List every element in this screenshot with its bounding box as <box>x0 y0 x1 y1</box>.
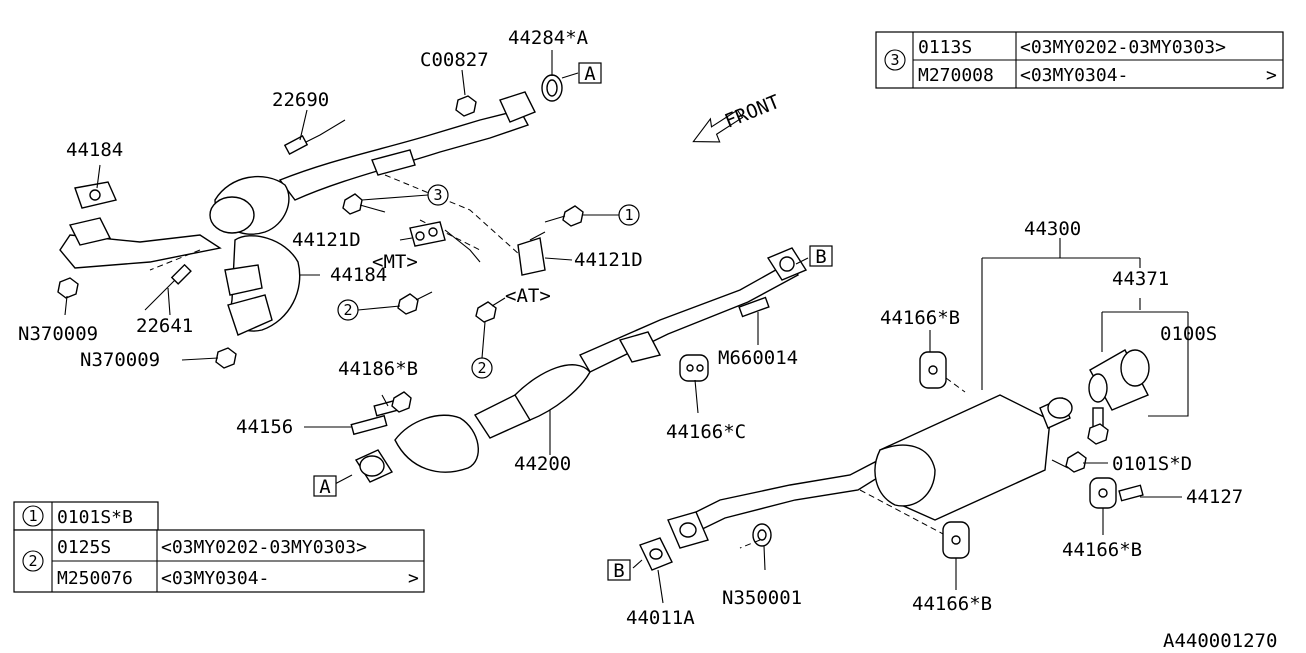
front-direction-arrow: FRONT <box>692 91 783 143</box>
hanger-44166B-lower <box>942 521 970 559</box>
catalog-number: A440001270 <box>1163 630 1277 652</box>
ref-box-B-top: B <box>809 245 833 268</box>
part-label-0101SD: 0101S*D <box>1112 453 1192 475</box>
bolt-callout-1 <box>544 205 584 227</box>
part-label-22641: 22641 <box>136 315 193 337</box>
front-label: FRONT <box>722 91 783 133</box>
part-label-44121D-mt: 44121D <box>292 229 361 251</box>
table-part-number: M270008 <box>918 65 994 86</box>
table-date-range: <03MY0304- <box>1020 65 1128 86</box>
ref-letter: A <box>584 63 596 85</box>
table-part-number: 0101S*B <box>57 507 133 528</box>
bolt-callout-2-left <box>397 291 433 315</box>
muffler-cutter-44371 <box>1087 349 1150 445</box>
callout-number: 2 <box>343 301 352 319</box>
at-tag: <AT> <box>505 285 551 307</box>
callout-number: 2 <box>477 359 486 377</box>
callout-number: 1 <box>624 206 633 224</box>
ref-box-A-top: A <box>578 62 602 85</box>
bolt-callout-3 <box>342 193 386 215</box>
part-label-N350001: N350001 <box>722 587 802 609</box>
table-date-range-end: > <box>1266 65 1277 86</box>
ref-letter: B <box>815 246 826 268</box>
table-ref-number: 2 <box>28 552 37 570</box>
part-label-N370009: N370009 <box>80 349 160 371</box>
table-part-number: 0113S <box>918 37 972 58</box>
part-label-44127: 44127 <box>1186 486 1243 508</box>
part-table-refs-1-2: 1 0101S*B 2 0125S <03MY0202-03MY0303> M2… <box>13 501 425 593</box>
table-ref-number: 3 <box>890 51 899 69</box>
callout-2-right: 2 <box>471 321 493 379</box>
table-date-range: <03MY0202-03MY0303> <box>1020 37 1226 58</box>
bracket-44121D-mt <box>409 221 481 263</box>
part-label-44186B: 44186*B <box>338 358 418 380</box>
hanger-44166B-right <box>1051 451 1144 509</box>
bracket-44121D-at <box>517 231 546 276</box>
hanger-44166C <box>679 354 709 382</box>
table-part-number: M250076 <box>57 568 133 589</box>
leader-lines <box>64 50 1189 604</box>
part-label-44371: 44371 <box>1112 268 1169 290</box>
part-label-M660014: M660014 <box>718 347 798 369</box>
part-label-44156: 44156 <box>236 416 293 438</box>
rear-muffler-44300 <box>639 394 1073 571</box>
part-label-44184: 44184 <box>66 139 123 161</box>
bolt-callout-2-right <box>475 297 506 323</box>
callout-1: 1 <box>583 204 640 226</box>
part-table-ref-3: 3 0113S <03MY0202-03MY0303> M270008 <03M… <box>875 31 1284 89</box>
part-label-C00827: C00827 <box>420 49 489 71</box>
table-ref-number: 1 <box>28 507 37 525</box>
part-label-44166B: 44166*B <box>880 307 960 329</box>
part-label-0100S: 0100S <box>1160 323 1217 345</box>
table-date-range-end: > <box>408 568 419 589</box>
callout-3: 3 <box>361 184 449 206</box>
callout-number: 3 <box>433 186 442 204</box>
part-label-44121D-at: 44121D <box>574 249 643 271</box>
callout-2-left: 2 <box>337 299 401 321</box>
hanger-44166B-upper <box>919 351 966 393</box>
part-label-44184: 44184 <box>330 264 387 286</box>
table-part-number: 0125S <box>57 537 111 558</box>
part-label-44166C: 44166*C <box>666 421 746 443</box>
ref-letter: B <box>613 560 624 582</box>
part-label-44200: 44200 <box>514 453 571 475</box>
part-label-44166B: 44166*B <box>1062 539 1142 561</box>
part-label-44166B: 44166*B <box>912 593 992 615</box>
part-label-44284A: 44284*A <box>508 27 589 49</box>
center-exhaust-pipe-44200 <box>350 247 808 483</box>
ref-box-B-bottom: B <box>607 559 631 582</box>
ref-letter: A <box>319 476 331 498</box>
part-label-44300: 44300 <box>1024 218 1081 240</box>
mt-tag: <MT> <box>372 251 418 273</box>
table-date-range: <03MY0304- <box>161 568 269 589</box>
table-date-range: <03MY0202-03MY0303> <box>161 537 367 558</box>
ref-box-A-bottom: A <box>313 475 337 498</box>
part-label-N370009: N370009 <box>18 323 98 345</box>
part-label-22690: 22690 <box>272 89 329 111</box>
part-label-44011A: 44011A <box>626 607 695 629</box>
front-exhaust-pipe-assembly <box>57 74 563 369</box>
